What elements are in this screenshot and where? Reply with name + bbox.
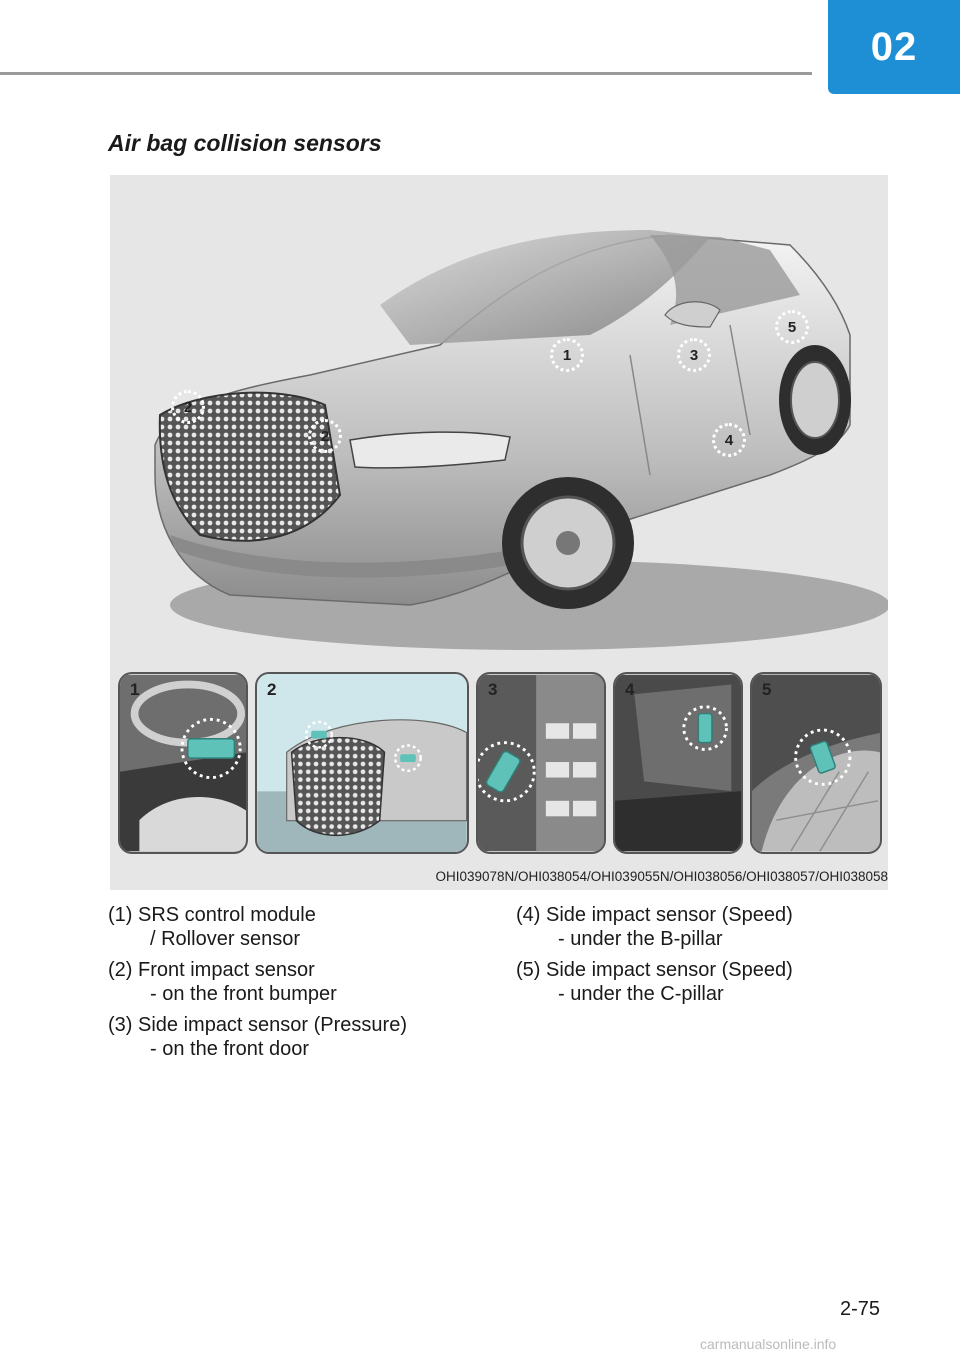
page-number: 2-75 bbox=[840, 1298, 881, 1320]
legend-item-5-label: (5) Side impact sensor (Speed) bbox=[516, 959, 793, 981]
legend-item-4: (4) Side impact sensor (Speed) - under t… bbox=[516, 903, 896, 951]
detail-panel-5: 5 bbox=[750, 672, 882, 854]
legend-item-1: (1) SRS control module / Rollover sensor bbox=[108, 903, 488, 951]
detail-panel-2: 2 bbox=[255, 672, 469, 854]
detail-number-1: 1 bbox=[130, 680, 140, 699]
legend-item-2: (2) Front impact sensor - on the front b… bbox=[108, 958, 488, 1006]
chapter-tab: 02 bbox=[828, 0, 960, 94]
legend-item-4-sub: - under the B-pillar bbox=[558, 928, 723, 950]
legend-item-4-label: (4) Side impact sensor (Speed) bbox=[516, 904, 793, 926]
sensor-figure: 1 2 2 3 4 5 1 2 bbox=[110, 175, 888, 890]
legend-item-5: (5) Side impact sensor (Speed) - under t… bbox=[516, 958, 896, 1006]
detail-panel-3: 3 bbox=[476, 672, 606, 854]
callout-2-right: 2 bbox=[308, 419, 342, 453]
legend-left-column: (1) SRS control module / Rollover sensor… bbox=[108, 903, 488, 1068]
legend-item-3-label: (3) Side impact sensor (Pressure) bbox=[108, 1014, 407, 1036]
figure-caption: OHI039078N/OHI038054/OHI039055N/OHI03805… bbox=[435, 869, 888, 884]
legend-item-2-sub: - on the front bumper bbox=[150, 983, 337, 1005]
car-illustration bbox=[154, 230, 888, 650]
header-rule bbox=[0, 72, 812, 75]
detail-number-4: 4 bbox=[625, 680, 635, 699]
callout-5: 5 bbox=[775, 310, 809, 344]
legend-item-2-label: (2) Front impact sensor bbox=[108, 959, 315, 981]
legend-item-1-sub: / Rollover sensor bbox=[150, 928, 301, 950]
detail-number-3: 3 bbox=[488, 680, 498, 699]
legend-item-5-sub: - under the C-pillar bbox=[558, 983, 724, 1005]
legend-item-1-label: (1) SRS control module bbox=[108, 904, 316, 926]
legend-item-3: (3) Side impact sensor (Pressure) - on t… bbox=[108, 1013, 488, 1061]
detail-number-2: 2 bbox=[267, 680, 277, 699]
callout-1: 1 bbox=[550, 338, 584, 372]
legend-item-3-sub: - on the front door bbox=[150, 1038, 309, 1060]
callout-3: 3 bbox=[677, 338, 711, 372]
watermark: carmanualsonline.info bbox=[700, 1336, 837, 1352]
detail-number-5: 5 bbox=[762, 680, 772, 699]
callout-2-left: 2 bbox=[171, 390, 205, 424]
legend-right-column: (4) Side impact sensor (Speed) - under t… bbox=[516, 903, 896, 1013]
callout-4: 4 bbox=[712, 423, 746, 457]
detail-panel-1: 1 bbox=[118, 672, 248, 854]
detail-panel-4: 4 bbox=[613, 672, 743, 854]
section-title: Air bag collision sensors bbox=[108, 130, 382, 156]
